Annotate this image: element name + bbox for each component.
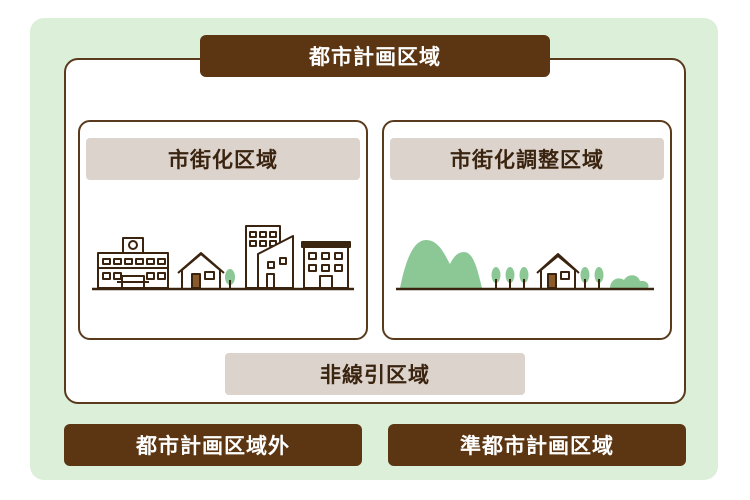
countryside-illustration (396, 240, 654, 291)
urbanization-control-area-label: 市街化調整区域 (390, 138, 664, 180)
non-delineated-area-label: 非線引区域 (225, 353, 525, 395)
city-buildings-illustration (92, 225, 354, 291)
city-planning-area-title: 都市計画区域 (200, 35, 550, 77)
outside-city-planning-area-label: 都市計画区域外 (64, 424, 362, 466)
quasi-city-planning-area-label: 準都市計画区域 (388, 424, 686, 466)
urbanization-area-label: 市街化区域 (86, 138, 360, 180)
